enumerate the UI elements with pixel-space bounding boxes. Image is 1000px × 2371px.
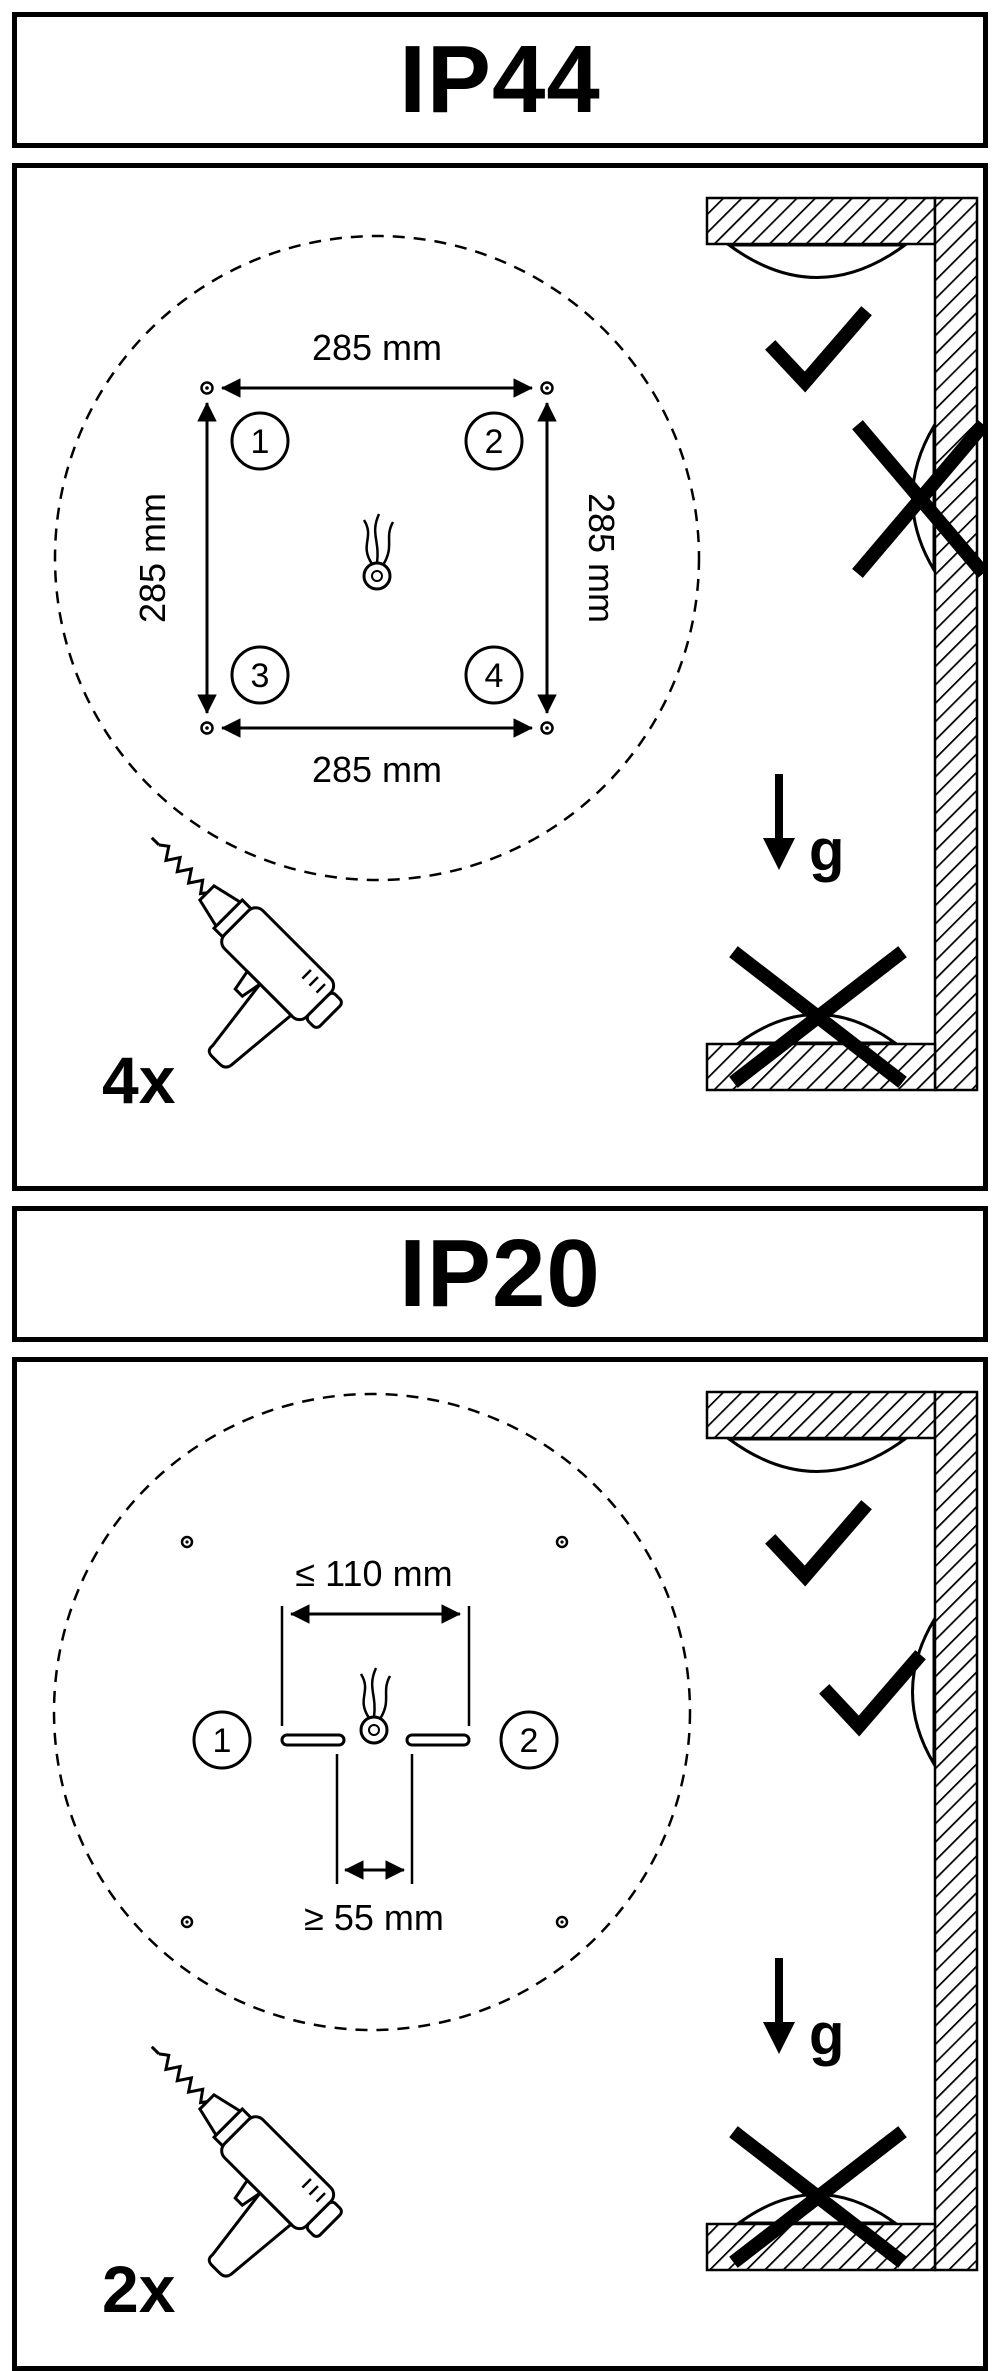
drill-bit [158,2052,211,2105]
hole-badge-4-label: 4 [485,657,504,695]
check-icon [819,1650,926,1737]
dimension-top-label: 285 mm [312,327,442,368]
hole-badge-1: 1 [192,1710,252,1770]
cross-icon [729,946,907,1088]
dimension-bottom-label: 285 mm [312,749,442,790]
ceiling-luminaire [724,243,910,279]
ip44-drill-template: 285 mm 285 mm 285 mm 285 mm 1 2 3 4 [53,234,701,1117]
check-icon [765,1500,872,1587]
hole-number-badges: 1 2 3 4 [230,411,524,705]
dimension-top-extension-lines [280,1606,471,1726]
dimension-bottom-label: ≥ 55 mm [304,1897,444,1938]
drill-icon [150,2045,343,2278]
ip44-title: IP44 [399,26,601,133]
hole-badge-4: 4 [464,645,524,705]
ip44-diagram-svg: 285 mm 285 mm 285 mm 285 mm 1 2 3 4 [53,196,983,1117]
dimension-bottom-extension-lines [335,1754,414,1884]
drill-handle [207,981,294,1069]
gravity-label: g [809,818,844,883]
gravity-label: g [809,2002,844,2067]
hole-badge-1-label: 1 [213,1722,232,1760]
hole-badge-1: 1 [230,411,290,471]
ip20-orientation-diagram: g [705,1390,979,2272]
drill-bit [158,843,211,896]
dimension-right-label: 285 mm [581,493,622,623]
ip20-diagram-svg: ≤ 110 mm ≥ 55 mm 1 2 [52,1390,979,2326]
gravity-indicator: g [763,774,844,883]
hole-number-badges: 1 2 [192,1710,559,1770]
ip20-drill-template: ≤ 110 mm ≥ 55 mm 1 2 [52,1392,692,2326]
wall-hatch [933,1390,979,2272]
ceiling-hatch [705,1390,937,1440]
wall-luminaire [911,1614,936,1770]
pilot-hole-icon [180,1535,569,1929]
dimension-lines [197,378,557,738]
gravity-indicator: g [763,1958,844,2067]
cross-icon [729,2126,907,2268]
ceiling-luminaire [724,1437,910,1473]
ip20-section-header: IP20 [12,1206,988,1342]
mounting-slot-right [405,1733,471,1747]
hole-badge-3-label: 3 [251,657,270,695]
ip20-mounting-section: ≤ 110 mm ≥ 55 mm 1 2 [12,1357,988,2371]
luminaire-outline-circle [52,1392,692,2032]
drill-count-label: 2x [102,2252,176,2326]
wall-hatch [933,196,979,1092]
hole-badge-2-label: 2 [520,1722,539,1760]
drill-handle [207,2190,294,2278]
hole-badge-2-label: 2 [485,423,504,461]
ceiling-hatch [705,196,937,246]
ip44-orientation-diagram: g [705,196,983,1092]
cable-icon [359,1667,392,1745]
drill-count-label: 4x [102,1043,176,1117]
hole-badge-3: 3 [230,645,290,705]
ip44-mounting-section: 285 mm 285 mm 285 mm 285 mm 1 2 3 4 [12,163,988,1191]
pilot-hole-icon [200,381,554,735]
dimension-left-label: 285 mm [132,493,173,623]
ip44-section-header: IP44 [12,12,988,148]
cross-icon [852,420,983,578]
check-icon [765,306,872,393]
hole-badge-1-label: 1 [251,423,270,461]
ip20-title: IP20 [399,1220,601,1327]
drill-icon [150,836,343,1069]
hole-badge-2: 2 [464,411,524,471]
cable-icon [362,513,395,591]
luminaire-outline-circle [53,234,701,882]
dimension-top-label: ≤ 110 mm [295,1553,452,1594]
hole-badge-2: 2 [499,1710,559,1770]
mounting-slot-left [280,1733,346,1747]
